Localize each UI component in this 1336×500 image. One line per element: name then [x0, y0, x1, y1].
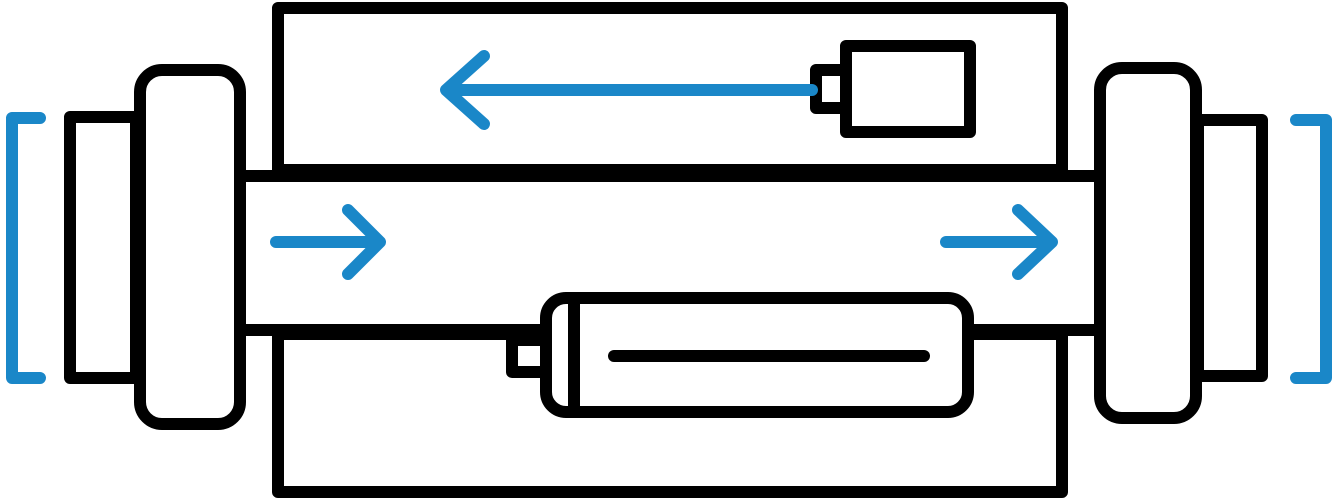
arrow-left-icon	[440, 50, 818, 130]
arrow-right-icon	[270, 204, 386, 280]
arrow-head	[440, 50, 490, 130]
top-plug	[810, 40, 976, 138]
right-roller	[1094, 62, 1202, 424]
arrow-head	[342, 204, 386, 280]
left-bracket-icon	[6, 112, 46, 384]
left-outer-plate	[64, 111, 142, 384]
right-bracket-icon	[1290, 114, 1332, 384]
plug-tip	[810, 64, 852, 114]
arrow-right-icon	[940, 204, 1058, 280]
right-outer-plate	[1192, 114, 1268, 382]
bottom-cylinder	[506, 292, 974, 418]
arrow-head	[1012, 204, 1058, 280]
plug-body	[840, 40, 976, 138]
left-roller	[134, 64, 246, 430]
